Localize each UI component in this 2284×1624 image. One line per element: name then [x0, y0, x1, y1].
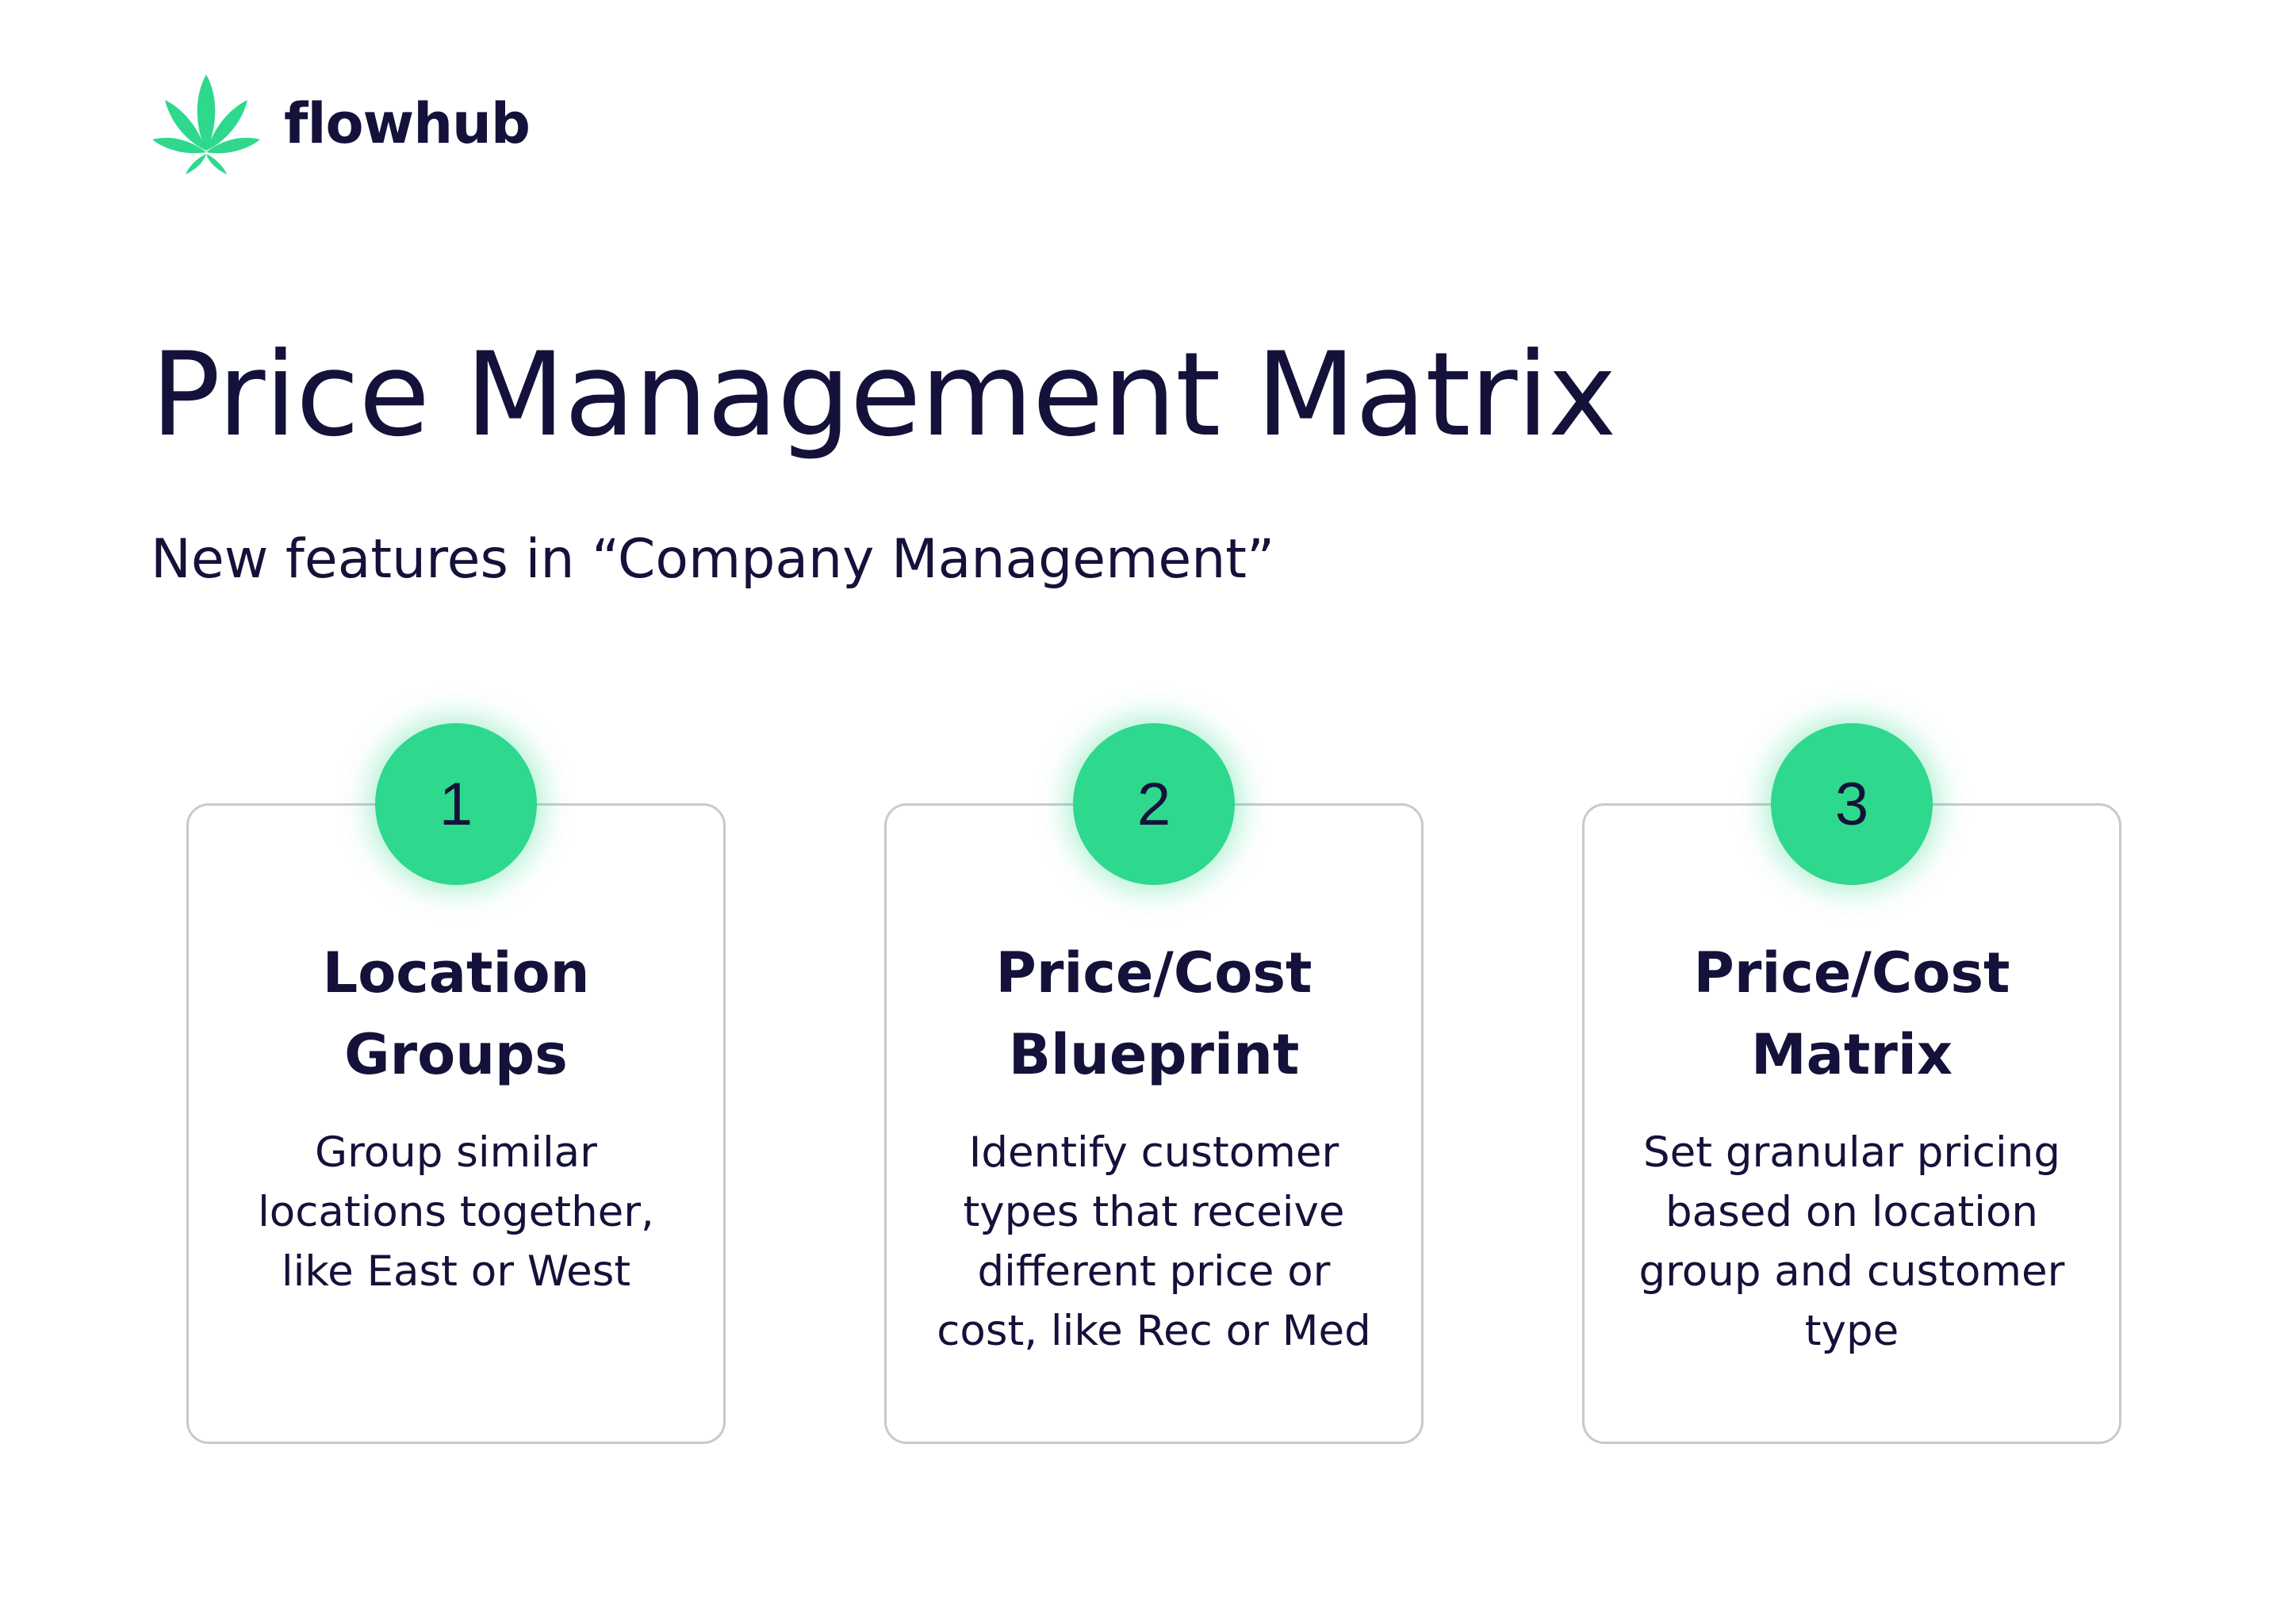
card-description-line: like East or West: [281, 1247, 631, 1296]
card-description: Identify customer types that receive dif…: [910, 1123, 1397, 1361]
card-title-line: Matrix: [1750, 1022, 1953, 1087]
card-description-line: group and customer: [1638, 1247, 2065, 1296]
card-title-line: Location: [322, 940, 590, 1005]
feature-card-price-cost-blueprint: 2 Price/Cost Blueprint Identify customer…: [884, 723, 1424, 1444]
feature-card-price-cost-matrix: 3 Price/Cost Matrix Set granular pricing…: [1582, 723, 2121, 1444]
brand-name: flowhub: [284, 91, 531, 156]
card-title-line: Price/Cost: [1693, 940, 2010, 1005]
feature-card-location-groups: 1 Location Groups Group similar location…: [186, 723, 726, 1444]
card-title: Price/Cost Blueprint: [910, 933, 1397, 1096]
card-title-line: Blueprint: [1008, 1022, 1300, 1087]
step-number-badge: 3: [1771, 723, 1933, 885]
step-number-badge: 1: [375, 723, 537, 885]
card-description-line: types that receive: [963, 1188, 1345, 1236]
card-description-line: Identify customer: [968, 1128, 1339, 1177]
card-description-line: Group similar: [315, 1128, 597, 1177]
page-subtitle: New features in “Company Management”: [151, 528, 1275, 591]
page-title: Price Management Matrix: [151, 327, 1616, 462]
card-title: Location Groups: [213, 933, 699, 1096]
card-description-line: type: [1804, 1307, 1899, 1355]
card-description-line: different price or: [977, 1247, 1331, 1296]
card-title-line: Groups: [344, 1022, 568, 1087]
card-description-line: Set granular pricing: [1642, 1128, 2061, 1177]
card-description: Group similar locations together, like E…: [213, 1123, 699, 1301]
card-description-line: locations together,: [258, 1188, 654, 1236]
card-title: Price/Cost Matrix: [1608, 933, 2095, 1096]
card-description: Set granular pricing based on location g…: [1608, 1123, 2095, 1361]
brand-logo: flowhub: [151, 68, 531, 179]
step-number-badge: 2: [1073, 723, 1235, 885]
cannabis-leaf-icon: [152, 75, 260, 174]
card-description-line: based on location: [1665, 1188, 2038, 1236]
card-description-line: cost, like Rec or Med: [937, 1307, 1371, 1355]
card-title-line: Price/Cost: [995, 940, 1313, 1005]
